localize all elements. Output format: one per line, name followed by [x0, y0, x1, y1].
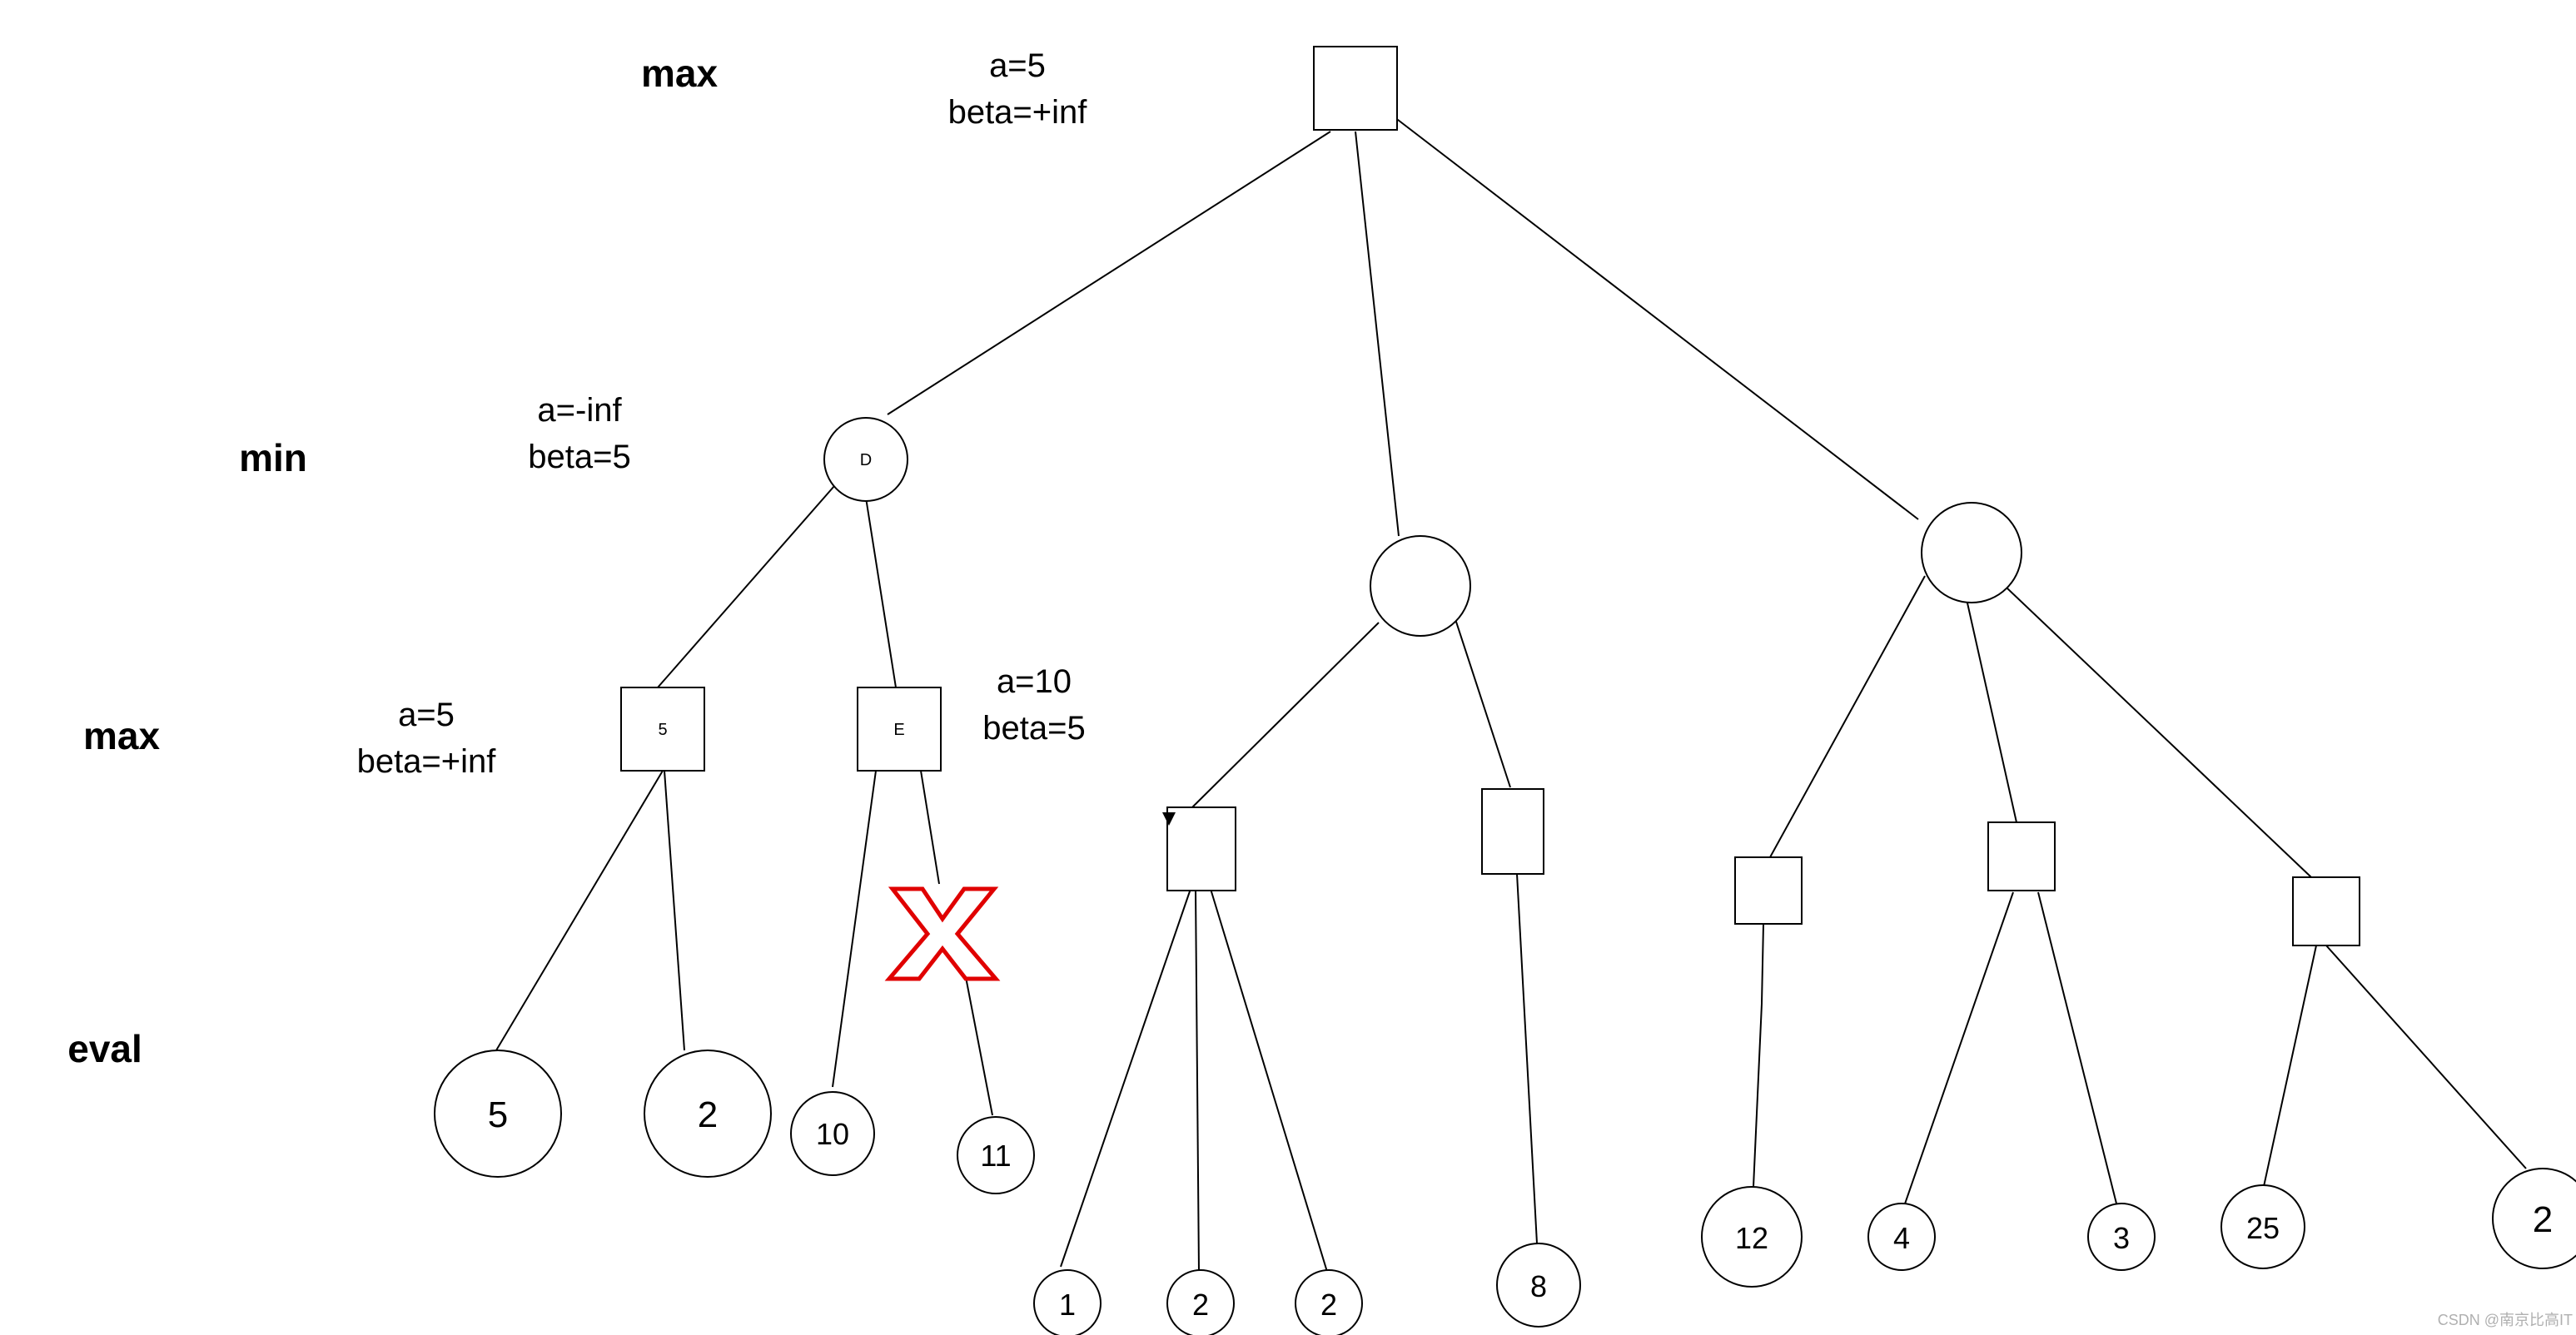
annotation-root-beta: beta=+inf	[948, 94, 1088, 131]
leaf-3-value: 10	[816, 1117, 849, 1151]
watermark: CSDN @南京比高IT	[2438, 1312, 2573, 1328]
leaf-5-value: 1	[1059, 1288, 1076, 1322]
edge-max1-leaf12	[1753, 923, 1764, 1188]
max-node-b	[1481, 788, 1544, 875]
leaf-3-circle	[790, 1091, 875, 1176]
leaf-8: 8	[1496, 1243, 1581, 1328]
leaf-12-circle	[2220, 1184, 2305, 1269]
edge-min2-maxb	[1455, 618, 1511, 788]
max-node-d2	[1987, 821, 2056, 891]
min-node-d-circle	[823, 417, 908, 502]
leaf-12-value: 25	[2246, 1211, 2280, 1245]
edge-min3-max1	[1769, 575, 1926, 858]
leaf-7-value: 2	[1320, 1288, 1337, 1322]
max-node-e: E	[857, 687, 942, 772]
edge-maxa-leaf2b	[1210, 888, 1328, 1273]
leaf-13: 2	[2492, 1168, 2576, 1269]
annotation-root-alpha: a=5	[989, 47, 1046, 84]
leaf-7: 2	[1295, 1269, 1363, 1335]
edge-max3-leaf2	[2325, 945, 2527, 1169]
annotation-max-left-alpha: a=5	[398, 697, 455, 733]
leaf-9-value: 12	[1735, 1221, 1768, 1255]
leaf-6-value: 2	[1192, 1288, 1209, 1322]
level-label-max-third: max	[83, 714, 160, 757]
edge-max5-leaf2	[664, 770, 685, 1051]
leaf-6-circle	[1166, 1269, 1235, 1335]
leaf-4: 11	[957, 1116, 1035, 1194]
leaf-12: 25	[2220, 1184, 2305, 1269]
leaf-13-value: 2	[2533, 1199, 2553, 1240]
leaf-1-value: 5	[488, 1094, 508, 1135]
leaf-7-circle	[1295, 1269, 1363, 1335]
leaf-11: 3	[2087, 1203, 2156, 1271]
max-node-5-box	[620, 687, 705, 772]
leaf-1-circle	[434, 1050, 562, 1178]
max-node-5: 5	[620, 687, 705, 772]
edge-d-max5	[657, 485, 835, 688]
edge-max2-leaf4	[1902, 891, 2014, 1209]
edge-maxa-leaf2	[1195, 888, 1200, 1273]
level-label-eval: eval	[67, 1027, 142, 1070]
edge-e-leaf10	[832, 770, 877, 1088]
max-node-e-label: E	[893, 721, 904, 739]
annotation-min-d-beta: beta=5	[528, 439, 630, 475]
edge-maxa-leaf1	[1060, 888, 1191, 1268]
edge-min2-maxa	[1191, 622, 1380, 808]
level-label-min: min	[239, 436, 307, 479]
edge-min3-max2	[1966, 598, 2017, 823]
leaf-1: 5	[434, 1050, 562, 1178]
leaf-10-value: 4	[1893, 1221, 1910, 1255]
edge-e-leaf11	[920, 770, 940, 885]
annotation-max-e-beta: beta=5	[982, 710, 1085, 747]
max-node-5-label: 5	[658, 721, 667, 739]
max-node-e-box	[857, 687, 942, 772]
edge-min3-max3	[2006, 587, 2312, 878]
annotation-max-left-beta: beta=+inf	[357, 743, 497, 780]
leaf-11-value: 3	[2113, 1221, 2130, 1255]
leaf-2-value: 2	[698, 1094, 718, 1135]
edge-maxb-leaf8	[1516, 873, 1538, 1244]
min-node-d: D	[823, 417, 908, 502]
leaf-13-circle	[2492, 1168, 2576, 1269]
leaf-4-value: 11	[980, 1139, 1011, 1173]
min-node-d-label: D	[860, 451, 872, 469]
edge-max3-leaf25	[2262, 945, 2317, 1191]
leaf-6: 2	[1166, 1269, 1235, 1335]
level-label-max-top: max	[641, 52, 718, 95]
arrowhead-marker	[1162, 812, 1176, 826]
min-node-2	[1370, 535, 1471, 637]
leaf-8-value: 8	[1530, 1269, 1547, 1303]
edge-max5-leaf5	[495, 770, 664, 1051]
leaf-11-circle	[2087, 1203, 2156, 1271]
tree-edges	[495, 111, 2527, 1273]
min-node-3	[1921, 502, 2022, 603]
pruned-x-marker	[884, 886, 1001, 981]
edge-max2-leaf3	[2037, 891, 2117, 1204]
leaf-5-circle	[1033, 1269, 1102, 1335]
max-node-c	[1734, 856, 1803, 925]
leaf-3: 10	[790, 1091, 875, 1176]
edge-d-e	[865, 497, 897, 688]
annotation-max-e-alpha: a=10	[997, 663, 1072, 700]
annotation-min-d-alpha: a=-inf	[537, 392, 622, 429]
max-node-a	[1166, 806, 1236, 891]
leaf-9-circle	[1701, 1186, 1803, 1288]
leaf-2-circle	[644, 1050, 772, 1178]
leaf-4-circle	[957, 1116, 1035, 1194]
edge-root-d	[887, 131, 1331, 415]
edge-e-leaf11-lower	[965, 976, 993, 1116]
root-max-node	[1313, 46, 1398, 131]
leaf-10-circle	[1867, 1203, 1936, 1271]
edge-root-min2	[1355, 131, 1400, 537]
max-node-f	[2292, 876, 2360, 946]
leaf-2: 2	[644, 1050, 772, 1178]
leaf-8-circle	[1496, 1243, 1581, 1328]
edge-root-min3	[1386, 111, 1919, 520]
leaf-10: 4	[1867, 1203, 1936, 1271]
leaf-5: 1	[1033, 1269, 1102, 1335]
leaf-9: 12	[1701, 1186, 1803, 1288]
